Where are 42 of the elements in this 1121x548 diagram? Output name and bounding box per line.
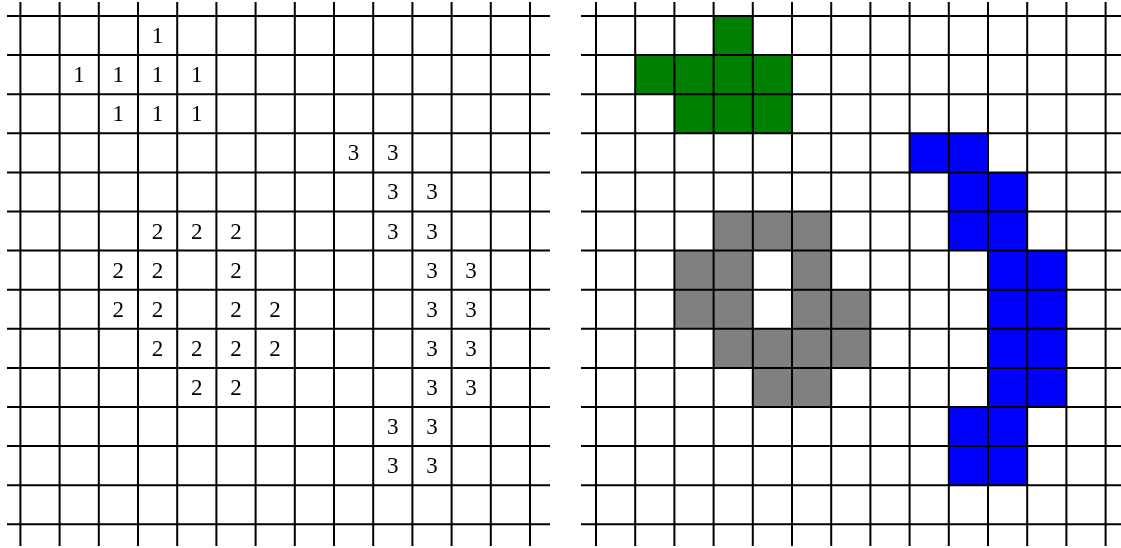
- cell-number: 1: [112, 102, 125, 126]
- cell-number: 3: [426, 336, 438, 360]
- cell-number: 2: [230, 336, 242, 360]
- cell-number: 2: [151, 336, 164, 360]
- cell-number: 3: [426, 258, 438, 282]
- cell-number: 1: [112, 63, 125, 87]
- cell-number: 1: [73, 63, 85, 87]
- cell-number: 3: [386, 141, 399, 165]
- cell-number: 3: [426, 415, 438, 438]
- cell-number: 3: [386, 454, 399, 478]
- cell-number: 2: [112, 297, 125, 321]
- cell-number: 2: [269, 336, 281, 360]
- cell-number: 3: [386, 180, 399, 204]
- cell-number: 3: [465, 258, 477, 282]
- cell-number: 1: [151, 102, 164, 126]
- cell-number: 2: [190, 336, 203, 360]
- cell-number: 2: [112, 258, 125, 282]
- cell-number: 3: [347, 141, 360, 165]
- cell-number: 3: [426, 297, 438, 321]
- cell-number: 1: [190, 63, 203, 87]
- cell-number: 2: [269, 297, 281, 321]
- cell-number: 3: [426, 454, 438, 478]
- cell-number: 2: [151, 219, 164, 243]
- cell-number: 3: [426, 180, 438, 204]
- cell-number: 2: [230, 219, 242, 243]
- cell-number: 3: [386, 415, 399, 438]
- cell-number: 3: [426, 219, 438, 243]
- cell-number: 1: [151, 24, 164, 47]
- cell-number: 3: [386, 219, 399, 243]
- cell-number: 2: [190, 219, 203, 243]
- cell-number: 2: [230, 297, 242, 321]
- cell-number: 2: [230, 375, 242, 399]
- cell-number: 3: [465, 297, 477, 321]
- cell-number: 1: [151, 63, 164, 87]
- cell-number: 3: [465, 336, 477, 360]
- cell-number: 2: [151, 258, 164, 282]
- cell-number: 3: [426, 375, 438, 399]
- cell-number: 2: [151, 297, 164, 321]
- cell-number: 3: [465, 375, 477, 399]
- cell-number: 2: [190, 375, 203, 399]
- cell-number: 2: [230, 258, 242, 282]
- cell-number: 1: [190, 102, 203, 126]
